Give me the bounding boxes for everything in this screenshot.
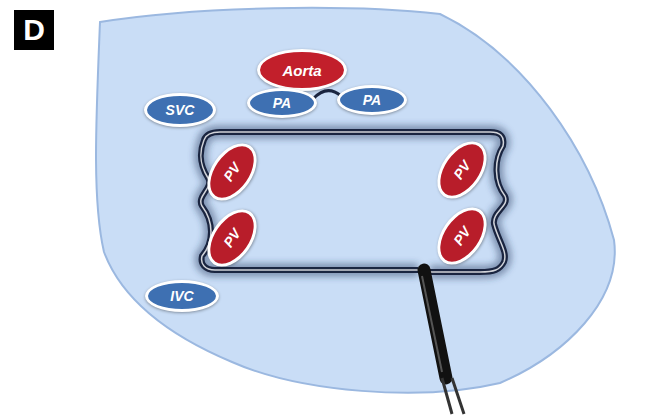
vessel-label: PV	[220, 160, 244, 184]
aorta-vessel: Aorta	[257, 49, 347, 91]
vessel-label: Aorta	[282, 62, 321, 79]
superior-vena-cava: SVC	[144, 93, 216, 127]
vessel-label: D	[23, 13, 45, 47]
pulmonary-vein: PV	[427, 132, 496, 207]
catheter-wire	[452, 378, 464, 414]
vessel-label: IVC	[170, 288, 193, 304]
vessel-label: PV	[450, 224, 474, 248]
vessel-label: PA	[273, 95, 291, 111]
vessel-label: PV	[220, 226, 244, 250]
pulmonary-vein: PV	[197, 200, 266, 275]
catheter-shine	[422, 276, 442, 372]
pulmonary-vein: PV	[197, 134, 266, 209]
heart-outline	[96, 8, 615, 393]
catheter-shaft	[424, 270, 446, 378]
pulmonary-artery: PA	[337, 85, 407, 115]
vessel-label: SVC	[166, 102, 195, 118]
vessel-label: PA	[363, 92, 381, 108]
pulmonary-artery: PA	[247, 88, 317, 118]
pulmonary-vein: PV	[427, 198, 496, 273]
inferior-vena-cava: IVC	[145, 280, 219, 312]
panel-letter: D	[14, 10, 54, 50]
catheter-wire	[442, 378, 452, 414]
vessel-label: PV	[450, 158, 474, 182]
